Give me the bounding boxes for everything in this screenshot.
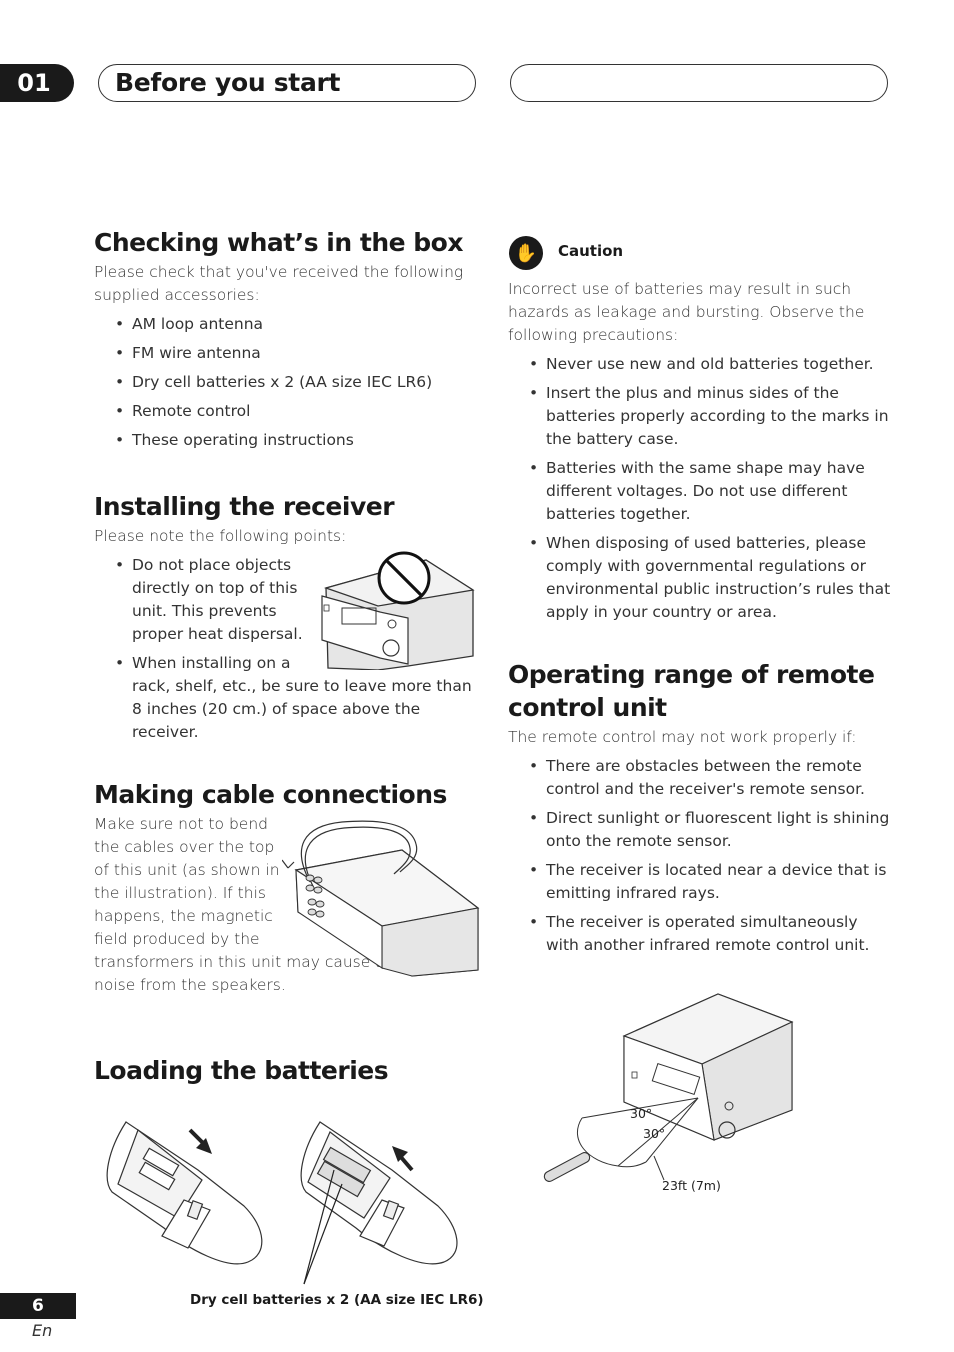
chapter-title: Before you start [115, 68, 341, 97]
remote-range-item: Direct sunlight or fluorescent light is … [508, 807, 893, 853]
caution-hand-icon: ✋ [509, 236, 543, 270]
box-item: Dry cell batteries x 2 (AA size IEC LR6) [94, 371, 479, 394]
batteries-caption: Dry cell batteries x 2 (AA size IEC LR6) [190, 1292, 484, 1308]
chapter-number-badge: 01 [0, 64, 74, 102]
caution-item: When disposing of used batteries, please… [508, 532, 893, 624]
angle-bottom-label: 30° [643, 1126, 665, 1141]
cables-text-narrow: Make sure not to bend the cables over th… [94, 815, 280, 948]
caution-item: Never use new and old batteries together… [508, 353, 893, 376]
distance-label: 23ft (7m) [662, 1178, 721, 1193]
insert-arrow-icon [188, 1128, 212, 1154]
no-objects-on-receiver-illustration [321, 551, 475, 670]
remote-range-item: The receiver is located near a device th… [508, 859, 893, 905]
box-item: Remote control [94, 400, 479, 423]
box-item: FM wire antenna [94, 342, 479, 365]
remote-range-list: There are obstacles between the remote c… [508, 755, 893, 957]
angle-top-label: 30° [630, 1106, 652, 1121]
remote-range-item: The receiver is operated simultaneously … [508, 911, 893, 957]
installing-item-line1: When installing on a [132, 654, 291, 672]
remote-range-illustration: 30° 30° 23ft (7m) [543, 993, 794, 1193]
section-installing: Installing the receiver Please note the … [94, 490, 479, 750]
range-fan [576, 1097, 699, 1181]
remote-closed-illustration [300, 1121, 458, 1265]
page-number: 6 [0, 1293, 76, 1319]
caution-item: Batteries with the same shape may have d… [508, 457, 893, 526]
box-item: AM loop antenna [94, 313, 479, 336]
chapter-title-pill: Before you start [98, 64, 476, 102]
battery-pointer-lines [303, 1169, 343, 1285]
section-caution: Incorrect use of batteries may result in… [508, 278, 893, 630]
remote-range-heading-line2: control unit [508, 693, 667, 722]
cables-heading: Making cable connections [94, 780, 447, 809]
remote-control-icon [543, 1152, 591, 1182]
remote-range-heading-line1: Operating range of remote [508, 660, 875, 689]
caution-intro: Incorrect use of batteries may result in… [508, 280, 865, 344]
installing-item-rest: rack, shelf, etc., be sure to leave more… [132, 677, 472, 741]
installing-list: Do not place objects directly on top of … [94, 554, 479, 744]
caution-label: Caution [558, 242, 624, 260]
section-cables: Making cable connections Make sure not t… [94, 778, 479, 997]
remote-open-illustration [106, 1121, 263, 1265]
header-blank-pill [510, 64, 888, 102]
box-intro: Please check that you've received the fo… [94, 263, 464, 304]
batteries-heading: Loading the batteries [94, 1056, 389, 1085]
remote-range-heading: Operating range of remote control unit [508, 658, 893, 724]
caution-item: Insert the plus and minus sides of the b… [508, 382, 893, 451]
installing-item: Do not place objects directly on top of … [94, 554, 307, 646]
language-label: En [32, 1321, 53, 1340]
chapter-number: 01 [17, 69, 51, 97]
battery-loading-illustration [106, 1121, 458, 1285]
section-batteries: Loading the batteries [94, 1054, 479, 1087]
remote-range-item: There are obstacles between the remote c… [508, 755, 893, 801]
remote-range-intro: The remote control may not work properly… [508, 728, 857, 746]
prohibition-sign-icon [377, 551, 431, 605]
cable-connection-illustration [282, 820, 480, 977]
box-item: These operating instructions [94, 429, 479, 452]
section-box-contents: Checking what’s in the box Please check … [94, 226, 479, 458]
section-remote-range: Operating range of remote control unit Th… [508, 658, 893, 963]
box-heading: Checking what’s in the box [94, 228, 463, 257]
close-cover-arrow-icon [392, 1146, 414, 1172]
installing-heading: Installing the receiver [94, 492, 395, 521]
installing-item: When installing on a rack, shelf, etc., b… [94, 652, 479, 744]
box-list: AM loop antenna FM wire antenna Dry cell… [94, 313, 479, 452]
caution-list: Never use new and old batteries together… [508, 353, 893, 624]
installing-intro: Please note the following points: [94, 527, 347, 545]
